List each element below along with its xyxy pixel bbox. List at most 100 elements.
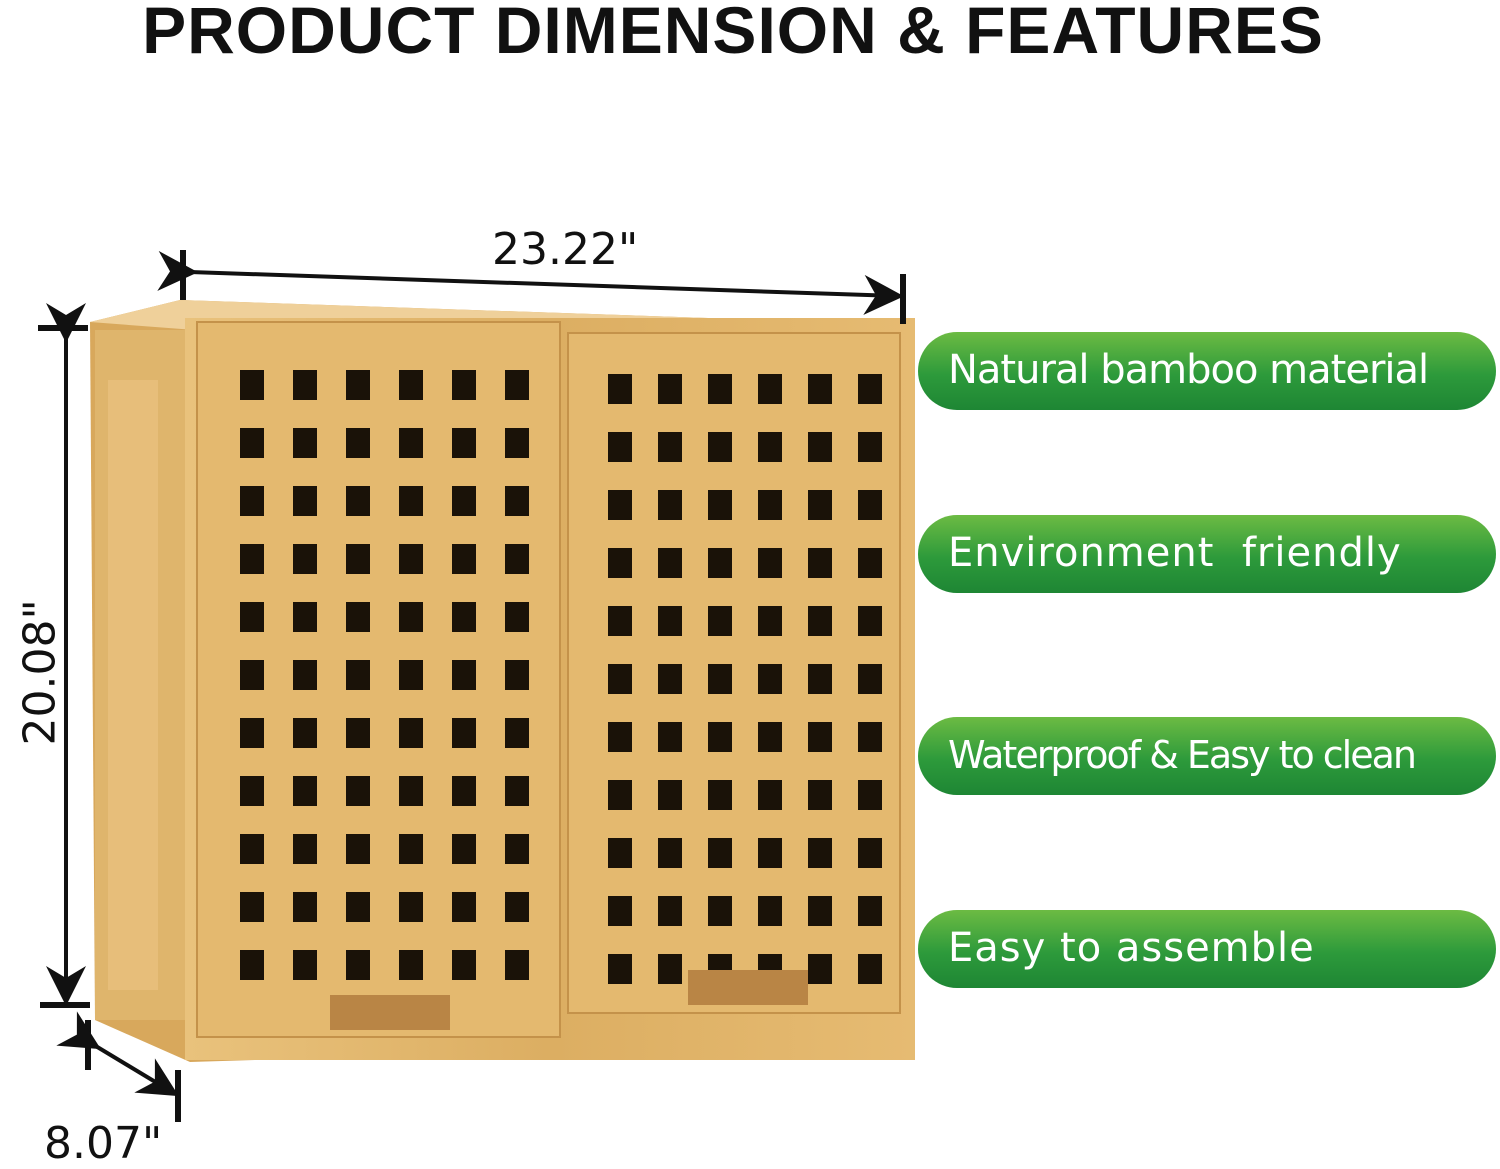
feature-badge-natural-bamboo: Natural bamboo material: [918, 332, 1496, 410]
lattice-hole: [608, 432, 632, 462]
lattice-hole: [808, 606, 832, 636]
lattice-hole: [505, 602, 529, 632]
lattice-hole: [608, 490, 632, 520]
lattice-hole: [658, 664, 682, 694]
lattice-hole: [399, 428, 423, 458]
lattice-hole: [399, 776, 423, 806]
lattice-hole: [399, 718, 423, 748]
lattice-hole: [346, 544, 370, 574]
width-arrow: [157, 250, 904, 315]
lattice-hole: [608, 548, 632, 578]
lattice-hole: [240, 486, 264, 516]
lattice-hole: [858, 722, 882, 752]
lattice-hole: [293, 428, 317, 458]
lattice-hole: [505, 544, 529, 574]
lattice-hole: [758, 432, 782, 462]
feature-badge-waterproof: Waterproof & Easy to clean: [918, 717, 1496, 795]
lattice-hole: [808, 548, 832, 578]
lattice-hole: [293, 776, 317, 806]
lattice-hole: [658, 432, 682, 462]
lattice-hole: [399, 834, 423, 864]
lattice-hole: [240, 602, 264, 632]
lattice-hole: [658, 722, 682, 752]
lattice-hole: [346, 428, 370, 458]
lattice-hole: [758, 374, 782, 404]
lattice-hole: [452, 544, 476, 574]
lattice-hole: [758, 838, 782, 868]
lattice-hole: [858, 780, 882, 810]
lattice-hole: [346, 602, 370, 632]
lattice-hole: [608, 896, 632, 926]
lattice-hole: [658, 838, 682, 868]
lattice-hole: [808, 954, 832, 984]
lattice-hole: [452, 834, 476, 864]
lattice-hole: [708, 896, 732, 926]
door-handle-cutout: [330, 995, 450, 1030]
lattice-hole: [758, 780, 782, 810]
lattice-hole: [608, 780, 632, 810]
page-title: PRODUCT DIMENSION & FEATURES: [142, 0, 1324, 67]
lattice-hole: [293, 370, 317, 400]
lattice-hole: [240, 892, 264, 922]
lattice-hole: [658, 374, 682, 404]
lattice-hole: [708, 780, 732, 810]
height-label: 20.08": [14, 599, 66, 746]
lattice-hole: [505, 486, 529, 516]
lattice-hole: [708, 838, 732, 868]
lattice-hole: [808, 432, 832, 462]
lattice-hole: [708, 664, 732, 694]
lattice-hole: [608, 374, 632, 404]
lattice-hole: [399, 892, 423, 922]
lattice-hole: [658, 548, 682, 578]
lattice-hole: [293, 718, 317, 748]
lattice-hole: [758, 606, 782, 636]
feature-badge-easy-assemble: Easy to assemble: [918, 910, 1496, 988]
lattice-hole: [505, 718, 529, 748]
lattice-hole: [858, 664, 882, 694]
lattice-hole: [658, 780, 682, 810]
lattice-hole: [399, 602, 423, 632]
lattice-hole: [505, 370, 529, 400]
lattice-hole: [346, 660, 370, 690]
lattice-hole: [293, 892, 317, 922]
lattice-hole: [452, 892, 476, 922]
lattice-hole: [858, 432, 882, 462]
lattice-hole: [858, 490, 882, 520]
lattice-hole: [505, 660, 529, 690]
lattice-hole: [758, 722, 782, 752]
lattice-hole: [240, 544, 264, 574]
lattice-hole: [858, 548, 882, 578]
lattice-hole: [346, 486, 370, 516]
lattice-hole: [708, 722, 732, 752]
lattice-hole: [452, 718, 476, 748]
lattice-hole: [452, 486, 476, 516]
lattice-hole: [346, 950, 370, 980]
lattice-hole: [346, 892, 370, 922]
lattice-hole: [708, 374, 732, 404]
lattice-hole: [452, 776, 476, 806]
lattice-hole: [505, 892, 529, 922]
lattice-hole: [452, 602, 476, 632]
lattice-hole: [808, 490, 832, 520]
lattice-hole: [452, 660, 476, 690]
lattice-hole: [758, 664, 782, 694]
feature-badge-environment-friendly: Environment friendly: [918, 515, 1496, 593]
lattice-hole: [658, 490, 682, 520]
lattice-hole: [808, 896, 832, 926]
lattice-hole: [399, 660, 423, 690]
lattice-hole: [658, 606, 682, 636]
lattice-hole: [399, 950, 423, 980]
lattice-hole: [505, 428, 529, 458]
lattice-hole: [505, 950, 529, 980]
lattice-hole: [858, 374, 882, 404]
lattice-hole: [758, 490, 782, 520]
lattice-hole: [293, 950, 317, 980]
width-label: 23.22": [492, 224, 639, 275]
lattice-hole: [240, 370, 264, 400]
lattice-hole: [399, 370, 423, 400]
lattice-hole: [758, 896, 782, 926]
lattice-hole: [399, 486, 423, 516]
lattice-hole: [858, 896, 882, 926]
lattice-hole: [240, 950, 264, 980]
